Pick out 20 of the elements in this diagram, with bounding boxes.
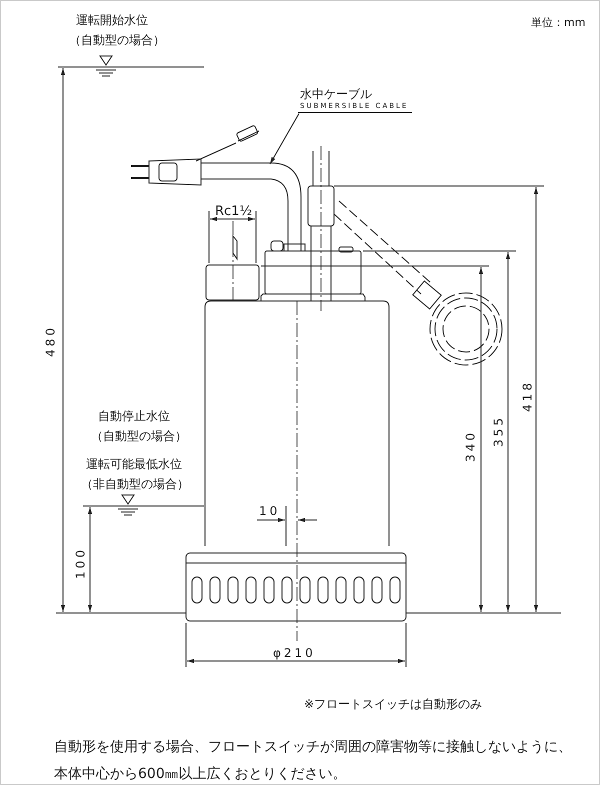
dimension-label: φ210 <box>273 646 316 661</box>
dimension-label: 340 <box>464 430 478 462</box>
dimension-label: 480 <box>44 325 58 357</box>
cable <box>200 162 302 252</box>
water-level-note: （自動型の場合） <box>91 429 187 444</box>
cable-label: 水中ケーブル <box>300 87 373 101</box>
water-level-label: 運転開始水位 <box>76 13 148 28</box>
dimension-label: 355 <box>492 415 506 447</box>
thread-label: Rc1½ <box>215 204 252 219</box>
dimension-label: 10 <box>259 504 280 519</box>
leader-line <box>270 113 300 164</box>
note-paragraph: 自動形を使用する場合、フロートスイッチが周囲の障害物等に接触しないように、本体中心から600㎜以上広くおとりください。 <box>54 738 573 784</box>
water-level-note: （非自動型の場合） <box>81 477 189 492</box>
water-level-note: （自動型の場合） <box>69 33 165 48</box>
dimension-label: 100 <box>74 547 88 579</box>
water-level-label: 運転可能最低水位 <box>86 457 182 472</box>
unit-label: 単位：mm <box>531 15 586 30</box>
dimension-label: 418 <box>520 380 536 412</box>
footnote: ※フロートスイッチは自動形のみ <box>304 697 482 712</box>
water-level-label: 自動停止水位 <box>98 409 170 424</box>
